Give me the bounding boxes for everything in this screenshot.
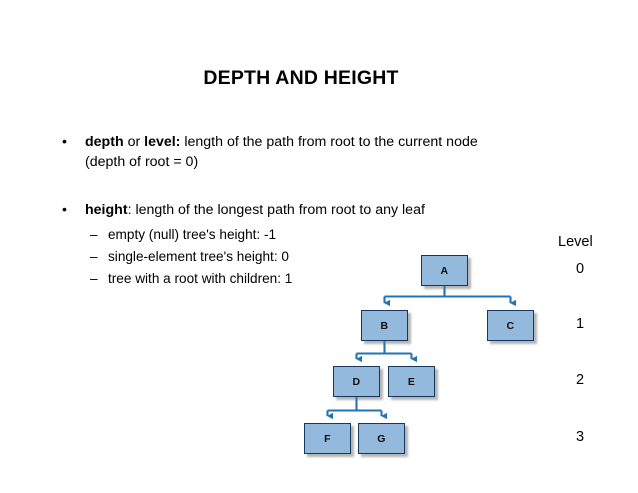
bullet-strong: level:: [144, 134, 181, 150]
dash-marker-icon: –: [90, 227, 98, 242]
sub-bullet-text: empty (null) tree's height: -1: [108, 227, 277, 242]
level-value-0: 0: [575, 261, 585, 277]
bullet-marker-icon: •: [62, 134, 67, 150]
sub-bullet-list: – empty (null) tree's height: -1 – singl…: [90, 224, 292, 290]
dash-marker-icon: –: [90, 249, 98, 264]
page-title: DEPTH AND HEIGHT: [203, 67, 399, 89]
bullet-plain: length of the path from root to the curr…: [180, 134, 478, 150]
bullet-text: height: length of the longest path from …: [85, 202, 425, 218]
level-value-3: 3: [575, 429, 585, 445]
tree-node-g[interactable]: G: [358, 423, 405, 454]
bullet-line: • depth or level: length of the path fro…: [58, 133, 478, 153]
level-value-2: 2: [575, 372, 585, 388]
edge-group-d: [326, 397, 388, 420]
sub-bullet-item: – tree with a root with children: 1: [90, 268, 292, 290]
bullet-line-continuation: (depth of root = 0): [58, 153, 478, 173]
sub-bullet-item: – empty (null) tree's height: -1: [90, 224, 292, 246]
bullet-marker-icon: •: [62, 202, 67, 218]
bullet-strong: depth: [85, 134, 124, 150]
bullet-line: • height: length of the longest path fro…: [58, 201, 425, 221]
sub-bullet-text: single-element tree's height: 0: [108, 249, 289, 264]
tree-node-e[interactable]: E: [388, 366, 435, 397]
tree-node-a[interactable]: A: [421, 255, 468, 286]
edge-group-b: [355, 341, 418, 363]
bullet-strong: height: [85, 202, 128, 218]
tree-node-d[interactable]: D: [333, 366, 380, 397]
dash-marker-icon: –: [90, 271, 98, 286]
bullet-item-height: • height: length of the longest path fro…: [58, 201, 425, 221]
tree-node-f[interactable]: F: [304, 423, 351, 454]
level-value-1: 1: [575, 316, 585, 332]
edge-group-a: [383, 286, 517, 307]
tree-node-c[interactable]: C: [487, 310, 534, 341]
sub-bullet-item: – single-element tree's height: 0: [90, 246, 292, 268]
bullet-item-depth: • depth or level: length of the path fro…: [58, 133, 478, 172]
bullet-plain: or: [123, 134, 145, 150]
bullet-text: (depth of root = 0): [85, 153, 199, 170]
bullet-plain: : length of the longest path from root t…: [127, 202, 425, 218]
sub-bullet-text: tree with a root with children: 1: [108, 271, 293, 286]
bullet-text: depth or level: length of the path from …: [85, 134, 478, 150]
tree-node-b[interactable]: B: [361, 310, 408, 341]
level-axis-header: Level: [558, 234, 593, 250]
